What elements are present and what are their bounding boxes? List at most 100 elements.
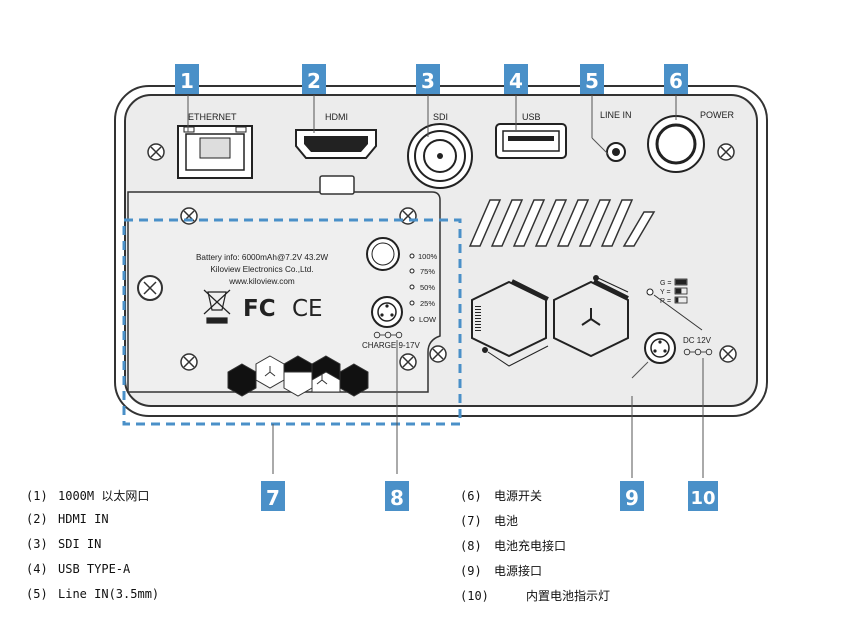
charge-polarity-icon — [373, 331, 403, 339]
legend-item: (6) 电源开关 — [460, 487, 542, 504]
legend-item: (1) 1000M 以太网口 — [26, 487, 149, 504]
polarity-icon — [683, 348, 713, 356]
battery-level-low: LOW — [419, 315, 437, 324]
badge-number: 6 — [669, 69, 683, 93]
power-button — [647, 115, 705, 173]
sdi-label: SDI — [433, 112, 448, 122]
legend-num: (5) — [26, 587, 48, 601]
website-text: www.kiloview.com — [228, 277, 295, 286]
fc-mark: FC — [243, 296, 276, 322]
callout-badge-1: 1 — [175, 64, 199, 94]
manufacturer-text: Kiloview Electronics Co.,Ltd. — [210, 265, 313, 274]
dc-label: DC 12V — [683, 336, 712, 345]
legend-num: (1) — [26, 489, 48, 503]
sdi-port — [407, 123, 473, 189]
battery-icon — [674, 278, 688, 304]
hdmi-label: HDMI — [325, 112, 348, 122]
legend-num: (3) — [26, 537, 48, 551]
badge-number: 5 — [585, 69, 599, 93]
usb-port — [495, 123, 567, 159]
indicator-legend-g: G = — [660, 280, 671, 287]
legend-text: 内置电池指示灯 — [526, 589, 611, 603]
badge-number: 10 — [690, 488, 715, 509]
vent-slots — [468, 199, 656, 247]
screw-icon — [429, 345, 447, 363]
legend-text: 电源接口 — [494, 564, 543, 578]
callout-badge-7: 7 — [261, 481, 285, 511]
callout-badge-10: 10 — [688, 481, 718, 511]
battery-check-button — [366, 237, 400, 271]
callout-badge-6: 6 — [664, 64, 688, 94]
legend-text: Line IN(3.5mm) — [58, 587, 160, 601]
hexagon-logo — [471, 275, 629, 367]
legend-text: 电池 — [494, 514, 519, 528]
legend-text: 电池充电接口 — [494, 539, 567, 553]
legend-item: (4) USB TYPE-A — [26, 562, 130, 576]
legend-text: SDI IN — [58, 537, 102, 551]
indicator-legend-y: Y = — [660, 289, 671, 296]
screw-icon — [719, 345, 737, 363]
screw-icon — [399, 353, 417, 371]
badge-number: 4 — [509, 69, 523, 93]
badge-number: 9 — [625, 486, 639, 510]
legend-num: (8) — [460, 539, 482, 553]
hdmi-port — [295, 129, 377, 159]
legend-item: (5) Line IN(3.5mm) — [26, 587, 159, 601]
ethernet-label: ETHERNET — [188, 112, 237, 122]
callout-badge-2: 2 — [302, 64, 326, 94]
legend-text: 1000M 以太网口 — [58, 489, 150, 503]
battery-highlight-box — [122, 218, 462, 426]
badge-number: 2 — [307, 69, 321, 93]
usb-label: USB — [522, 112, 541, 122]
screw-icon — [180, 207, 198, 225]
badge-number: 7 — [266, 486, 280, 510]
charge-port — [371, 296, 403, 328]
legend-text: HDMI IN — [58, 512, 109, 526]
battery-level-75: 75% — [420, 267, 435, 276]
honeycomb-decoration — [227, 355, 369, 397]
callout-badge-4: 4 — [504, 64, 528, 94]
weee-bin-icon — [203, 289, 231, 324]
legend-num: (9) — [460, 564, 482, 578]
dc-power-jack — [644, 332, 676, 364]
legend-num: (10) — [460, 589, 489, 603]
power-label: POWER — [700, 110, 735, 120]
callout-leader-lines — [187, 95, 704, 478]
battery-level-25: 25% — [420, 299, 435, 308]
legend-text: USB TYPE-A — [58, 562, 131, 576]
line-in-label: LINE IN — [600, 110, 632, 120]
legend-item: (10) 内置电池指示灯 — [460, 587, 610, 604]
legend-num: (7) — [460, 514, 482, 528]
badge-number: 1 — [180, 69, 194, 93]
badge-number: 3 — [421, 69, 435, 93]
legend-num: (4) — [26, 562, 48, 576]
callout-badge-3: 3 — [416, 64, 440, 94]
legend-item: (2) HDMI IN — [26, 512, 109, 526]
legend-num: (6) — [460, 489, 482, 503]
screw-icon — [399, 207, 417, 225]
battery-level-leds — [409, 253, 415, 322]
legend-item: (8) 电池充电接口 — [460, 537, 566, 554]
battery-level-100: 100% — [418, 252, 438, 261]
legend-item: (7) 电池 — [460, 512, 518, 529]
indicator-led — [646, 288, 654, 296]
ethernet-port — [177, 125, 253, 179]
line-in-jack — [606, 142, 626, 162]
thumb-screw-icon — [137, 275, 163, 301]
legend-text: 电源开关 — [494, 489, 543, 503]
legend-item: (9) 电源接口 — [460, 562, 542, 579]
ce-mark: CE — [292, 296, 323, 322]
charge-label: CHARGE 9-17V — [362, 341, 420, 350]
callout-badge-9: 9 — [620, 481, 644, 511]
battery-level-50: 50% — [420, 283, 435, 292]
legend-item: (3) SDI IN — [26, 537, 101, 551]
legend-num: (2) — [26, 512, 48, 526]
battery-latch — [319, 175, 355, 195]
screw-icon — [180, 353, 198, 371]
callout-badge-5: 5 — [580, 64, 604, 94]
screw-icon — [717, 143, 735, 161]
badge-number: 8 — [390, 486, 404, 510]
screw-icon — [147, 143, 165, 161]
battery-info-text: Battery info: 6000mAh@7.2V 43.2W — [196, 253, 328, 262]
